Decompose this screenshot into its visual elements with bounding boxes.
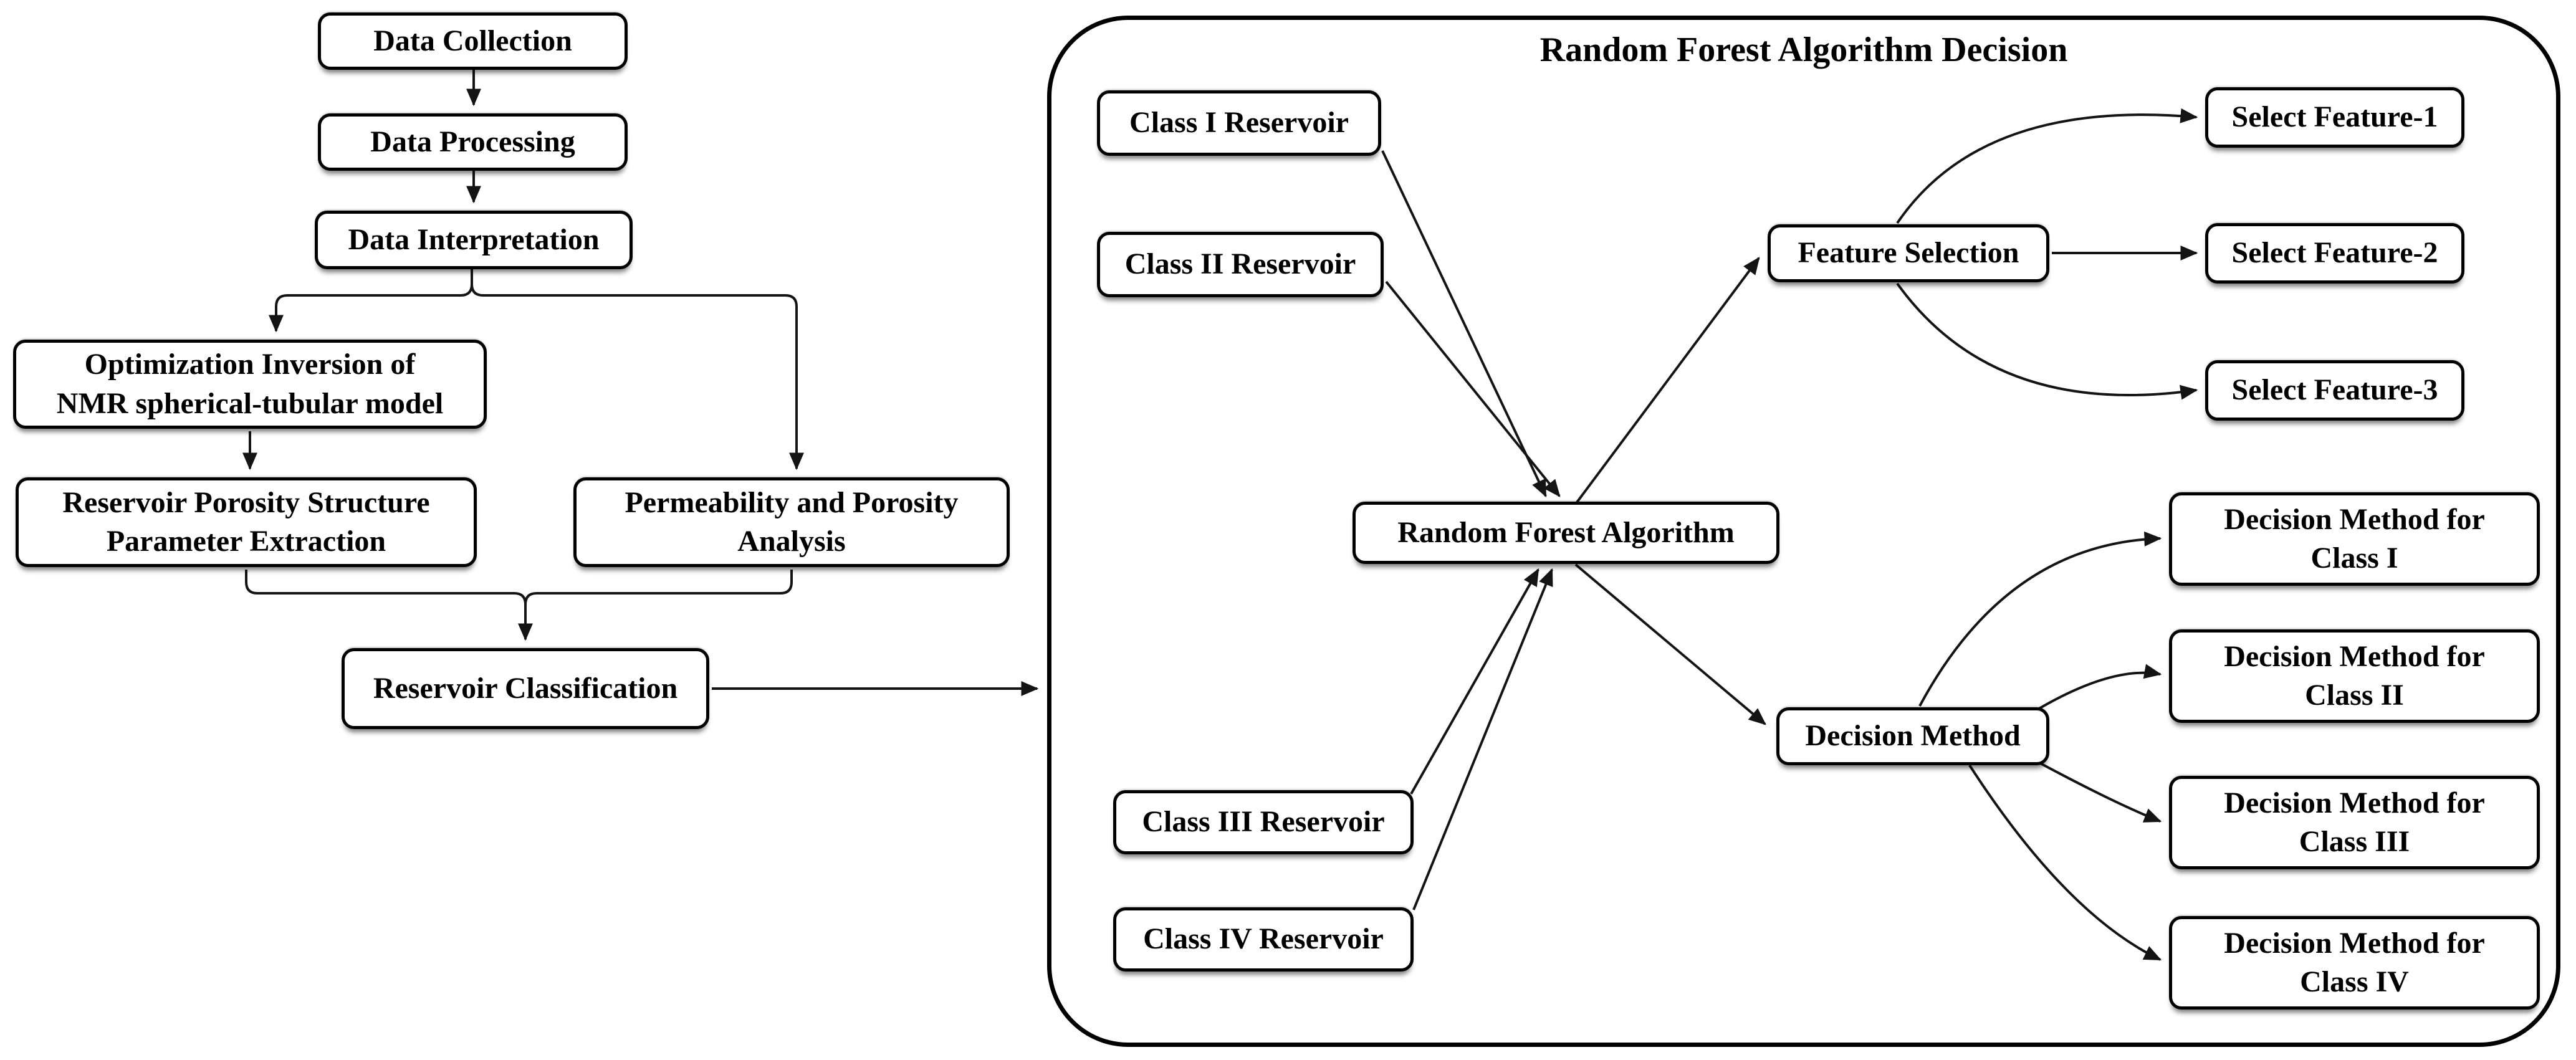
edge-interpretation-to-optimization [269,269,473,333]
node-class-i-reservoir-label: Class I Reservoir [1129,106,1349,140]
node-select-feature-1-label: Select Feature-1 [2231,100,2438,134]
node-data-processing: Data Processing [318,113,628,171]
node-decision-method: Decision Method [1776,707,2049,765]
node-decision-method-class-i-line1: Decision Method for [2224,502,2485,536]
node-class-iv-reservoir-label: Class IV Reservoir [1143,922,1384,956]
node-decision-method-class-iv-line1: Decision Method for [2224,926,2485,960]
edge-class-ii-to-rfa [1385,280,1561,497]
node-permeability-analysis-line2: Analysis [737,525,846,558]
node-data-collection-label: Data Collection [373,24,572,57]
edge-interpretation-to-permeability [471,269,804,470]
node-porosity-extraction-line2: Parameter Extraction [106,525,386,558]
edge-fs-to-select-feature-1 [1896,108,2198,224]
node-decision-method-class-iii-line2: Class III [2299,825,2410,858]
node-optimization-inversion-line1: Optimization Inversion of [84,348,416,381]
node-decision-method-class-iv: Decision Method for Class IV [2169,916,2540,1010]
node-feature-selection: Feature Selection [1768,224,2049,282]
node-porosity-extraction-line1: Reservoir Porosity Structure [62,485,430,519]
node-decision-method-class-iii-line1: Decision Method for [2224,786,2485,819]
edge-dm-to-dm-class-iv [1968,764,2162,961]
node-class-iii-reservoir: Class III Reservoir [1113,790,1414,854]
edge-rfa-to-feature-selection [1576,257,1760,504]
edge-class-iv-to-rfa [1412,568,1553,910]
node-select-feature-3-label: Select Feature-3 [2231,373,2438,407]
edge-dm-to-dm-class-iii [2039,762,2162,823]
node-decision-method-class-ii: Decision Method for Class II [2169,629,2540,723]
edge-dm-to-dm-class-ii [2037,664,2162,710]
edge-extraction-to-classification [245,570,533,641]
node-optimization-inversion-line2: NMR spherical-tubular model [56,386,444,420]
node-decision-method-class-i: Decision Method for Class I [2169,492,2540,586]
node-decision-method-class-iii: Decision Method for Class III [2169,776,2540,869]
node-decision-method-class-i-line2: Class I [2310,542,2398,575]
node-permeability-analysis: Permeability and Porosity Analysis [573,477,1010,567]
node-data-interpretation-label: Data Interpretation [348,222,600,256]
node-decision-method-class-iv-line2: Class IV [2300,965,2409,998]
edge-dm-to-dm-class-i [1918,531,2162,707]
node-data-processing-label: Data Processing [370,125,575,158]
node-decision-method-class-ii-line2: Class II [2305,679,2404,712]
edge-rfa-to-decision-method [1574,563,1766,725]
node-class-ii-reservoir-label: Class II Reservoir [1124,247,1356,281]
node-permeability-analysis-line1: Permeability and Porosity [625,485,959,519]
node-class-ii-reservoir: Class II Reservoir [1097,232,1384,297]
node-random-forest-algorithm-label: Random Forest Algorithm [1397,515,1735,549]
node-decision-method-label: Decision Method [1805,719,2021,753]
node-select-feature-1: Select Feature-1 [2205,87,2464,148]
node-decision-method-class-ii-line1: Decision Method for [2224,639,2485,673]
node-select-feature-2-label: Select Feature-2 [2231,236,2438,270]
node-class-iv-reservoir: Class IV Reservoir [1113,907,1414,972]
node-optimization-inversion: Optimization Inversion of NMR spherical-… [13,340,487,429]
node-data-interpretation: Data Interpretation [315,211,633,269]
node-select-feature-3: Select Feature-3 [2205,360,2464,421]
node-porosity-extraction: Reservoir Porosity Structure Parameter E… [16,477,477,567]
node-reservoir-classification: Reservoir Classification [342,648,709,729]
edge-class-iii-to-rfa [1410,568,1539,795]
node-data-collection: Data Collection [318,12,628,70]
node-random-forest-algorithm: Random Forest Algorithm [1353,502,1779,564]
node-class-i-reservoir: Class I Reservoir [1097,90,1381,156]
node-select-feature-2: Select Feature-2 [2205,223,2464,284]
node-feature-selection-label: Feature Selection [1798,236,2019,270]
node-class-iii-reservoir-label: Class III Reservoir [1142,805,1385,839]
edge-class-i-to-rfa [1381,150,1547,498]
node-reservoir-classification-label: Reservoir Classification [373,671,678,705]
panel-title: Random Forest Algorithm Decision [1539,31,2068,69]
edge-fs-to-select-feature-3 [1896,282,2198,400]
edge-permeability-to-classification [524,570,793,639]
